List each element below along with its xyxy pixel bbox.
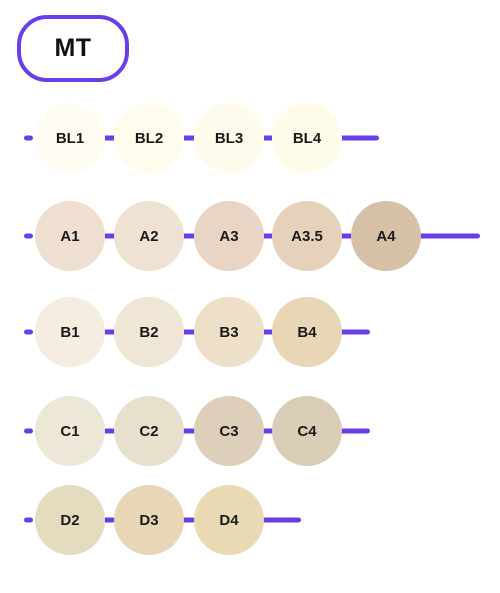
connector-line bbox=[182, 233, 196, 239]
connector-line bbox=[419, 233, 480, 239]
shade-swatch-bl4[interactable]: BL4 bbox=[272, 103, 342, 173]
connector-line bbox=[24, 233, 33, 239]
shade-swatch-b2[interactable]: B2 bbox=[114, 297, 184, 367]
connector-line bbox=[103, 329, 116, 335]
shade-swatch-b1[interactable]: B1 bbox=[35, 297, 105, 367]
shade-swatch-c3[interactable]: C3 bbox=[194, 396, 264, 466]
shade-swatch-b4[interactable]: B4 bbox=[272, 297, 342, 367]
connector-line bbox=[340, 135, 379, 141]
shade-swatch-d2[interactable]: D2 bbox=[35, 485, 105, 555]
shade-swatch-c1[interactable]: C1 bbox=[35, 396, 105, 466]
connector-line bbox=[262, 517, 301, 523]
connector-line bbox=[182, 135, 196, 141]
shade-swatch-a2[interactable]: A2 bbox=[114, 201, 184, 271]
connector-line bbox=[103, 135, 116, 141]
shade-swatch-d4[interactable]: D4 bbox=[194, 485, 264, 555]
connector-line bbox=[182, 329, 196, 335]
mt-badge: MT bbox=[17, 15, 129, 82]
connector-line bbox=[262, 233, 274, 239]
connector-line bbox=[24, 135, 33, 141]
shade-swatch-bl3[interactable]: BL3 bbox=[194, 103, 264, 173]
connector-line bbox=[262, 329, 274, 335]
connector-line bbox=[340, 428, 370, 434]
connector-line bbox=[340, 329, 370, 335]
shade-swatch-c4[interactable]: C4 bbox=[272, 396, 342, 466]
connector-line bbox=[182, 428, 196, 434]
connector-line bbox=[182, 517, 196, 523]
shade-swatch-a4[interactable]: A4 bbox=[351, 201, 421, 271]
shade-swatch-a1[interactable]: A1 bbox=[35, 201, 105, 271]
shade-swatch-b3[interactable]: B3 bbox=[194, 297, 264, 367]
shade-swatch-bl1[interactable]: BL1 bbox=[35, 103, 105, 173]
connector-line bbox=[24, 428, 33, 434]
connector-line bbox=[262, 135, 274, 141]
connector-line bbox=[103, 517, 116, 523]
connector-line bbox=[103, 233, 116, 239]
connector-line bbox=[103, 428, 116, 434]
shade-swatch-d3[interactable]: D3 bbox=[114, 485, 184, 555]
connector-line bbox=[262, 428, 274, 434]
shade-swatch-bl2[interactable]: BL2 bbox=[114, 103, 184, 173]
connector-line bbox=[340, 233, 353, 239]
shade-swatch-a3-5[interactable]: A3.5 bbox=[272, 201, 342, 271]
connector-line bbox=[24, 517, 33, 523]
shade-swatch-a3[interactable]: A3 bbox=[194, 201, 264, 271]
connector-line bbox=[24, 329, 33, 335]
shade-swatch-c2[interactable]: C2 bbox=[114, 396, 184, 466]
